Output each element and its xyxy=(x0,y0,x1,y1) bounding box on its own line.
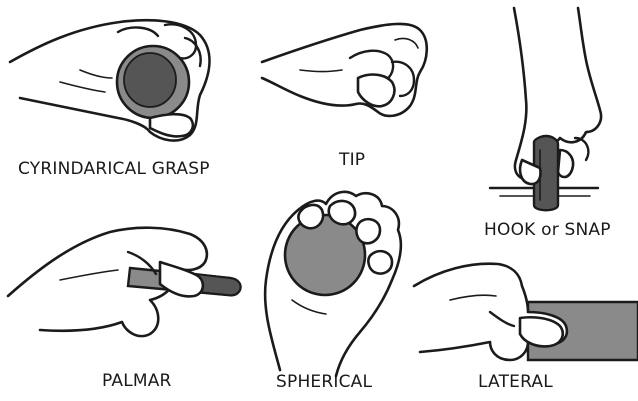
hook-grasp-illustration xyxy=(490,8,601,210)
tip-grasp-illustration xyxy=(262,24,427,116)
label-palmar: PALMAR xyxy=(102,371,172,391)
lateral-grasp-illustration xyxy=(414,264,638,360)
label-tip: TIP xyxy=(339,150,365,170)
ball-object xyxy=(285,215,365,295)
label-spherical: SPHERICAL xyxy=(276,372,372,392)
label-hook-or-snap: HOOK or SNAP xyxy=(484,220,611,240)
label-cylindrical-grasp: CYRINDARICAL GRASP xyxy=(18,159,210,179)
label-lateral: LATERAL xyxy=(478,372,553,392)
palmar-grasp-illustration xyxy=(8,228,241,336)
cylindrical-grasp-illustration xyxy=(10,20,209,140)
spherical-grasp-illustration xyxy=(265,192,401,376)
